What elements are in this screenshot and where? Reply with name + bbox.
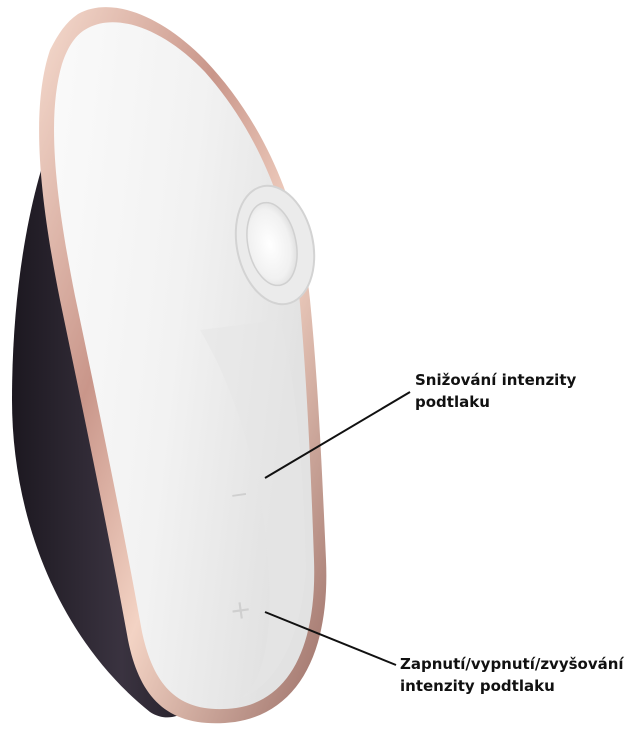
minus-button-icon[interactable]: − [228, 482, 250, 509]
callout-power-line2: intenzity podtlaku [400, 675, 636, 697]
callout-decrease-line1: Snižování intenzity [415, 369, 630, 391]
plus-button-icon[interactable]: + [228, 594, 254, 627]
callout-decrease-label: Snižování intenzity podtlaku [415, 369, 630, 413]
callout-power-line1: Zapnutí/vypnutí/zvyšování [400, 653, 636, 675]
callout-power-label: Zapnutí/vypnutí/zvyšování intenzity podt… [400, 653, 636, 697]
callout-decrease-line2: podtlaku [415, 391, 630, 413]
